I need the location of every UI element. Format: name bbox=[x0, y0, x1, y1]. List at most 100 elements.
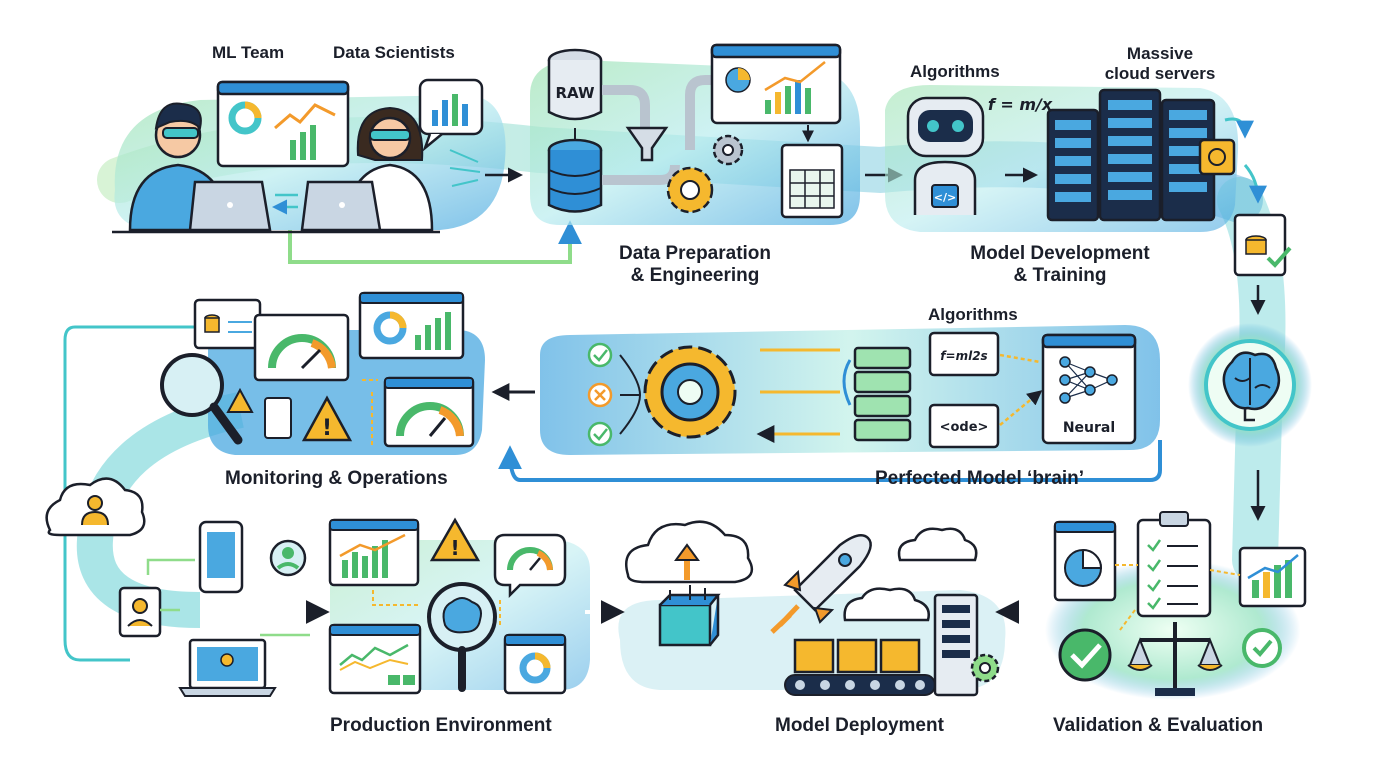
donut-chart-card bbox=[358, 291, 465, 360]
code-card: <ode> bbox=[928, 403, 1000, 449]
deployment-panel bbox=[618, 520, 1006, 697]
label-ml-team: ML Team bbox=[212, 43, 285, 62]
check-icon bbox=[1058, 628, 1112, 682]
title-model-dev-line2: & Training bbox=[1013, 264, 1107, 286]
validation-panel bbox=[1045, 511, 1307, 700]
donut-chart-card bbox=[503, 633, 567, 695]
dashboard-screen bbox=[216, 80, 350, 168]
exchange-arrows bbox=[275, 195, 298, 207]
neural-label: Neural bbox=[1063, 420, 1115, 436]
laptop-icon bbox=[188, 180, 272, 232]
formula-mid: f=ml2s bbox=[940, 349, 987, 363]
title-production: Production Environment bbox=[330, 715, 552, 736]
svg-text:</>: </> bbox=[934, 191, 956, 204]
title-monitoring: Monitoring & Operations bbox=[225, 468, 448, 489]
pipe bbox=[685, 75, 712, 150]
gauge-icon bbox=[493, 533, 567, 599]
return-arrow-mid bbox=[498, 440, 1162, 482]
data-prep-panel: RAW bbox=[530, 43, 860, 225]
cloud-icon bbox=[843, 587, 930, 622]
spark-lines bbox=[449, 149, 481, 187]
label-massive-line1: Massive bbox=[1126, 44, 1194, 63]
warning-icon: ! bbox=[301, 395, 353, 442]
feedback-line-top bbox=[288, 220, 582, 264]
model-dev-panel: </> f = m/x bbox=[885, 85, 1267, 232]
box-icon bbox=[658, 585, 721, 647]
gauge-icon bbox=[383, 376, 475, 448]
title-data-prep-line1: Data Preparation bbox=[618, 243, 772, 264]
spreadsheet-icon bbox=[780, 143, 844, 219]
title-model-dev: Model Development & Training bbox=[960, 243, 1160, 287]
conveyor-icon bbox=[784, 638, 936, 696]
avatar bbox=[269, 539, 307, 577]
title-data-prep-line2: & Engineering bbox=[630, 264, 760, 286]
label-algorithms-top: Algorithms bbox=[910, 62, 1000, 81]
algorithm-stack bbox=[842, 346, 912, 442]
server-icon bbox=[1046, 88, 1216, 222]
chart-card bbox=[328, 623, 422, 695]
monitoring-panel: ! bbox=[160, 291, 485, 455]
gear-icon bbox=[970, 653, 1000, 683]
title-model-dev-line1: Model Development bbox=[970, 243, 1150, 264]
warning-icon: ! bbox=[429, 517, 481, 562]
chat-bubble-chart bbox=[418, 78, 484, 152]
cross-icon bbox=[587, 382, 613, 408]
gear-icon bbox=[712, 134, 744, 166]
chip-icon bbox=[1198, 138, 1236, 176]
formula-top: f = m/x bbox=[988, 95, 1053, 114]
gear-icon bbox=[643, 345, 737, 439]
label-massive-line2: cloud servers bbox=[1104, 63, 1216, 83]
title-perfected-model: Perfected Model ‘brain’ bbox=[875, 468, 1085, 489]
title-validation: Validation & Evaluation bbox=[1053, 715, 1264, 736]
log-doc-icon bbox=[264, 397, 292, 439]
pipe bbox=[602, 164, 680, 185]
label-algorithms-mid: Algorithms bbox=[928, 305, 1018, 324]
dataset-doc-icon bbox=[1233, 213, 1292, 277]
svg-text:!: ! bbox=[322, 416, 332, 441]
laptop-icon bbox=[300, 180, 382, 232]
database-icon: RAW bbox=[547, 48, 603, 121]
code-label: <ode> bbox=[940, 420, 989, 435]
avatar bbox=[118, 586, 162, 638]
neural-net-icon: Neural bbox=[1041, 333, 1137, 445]
pipe bbox=[602, 85, 650, 140]
cloud-icon bbox=[897, 527, 978, 562]
warning-icon bbox=[226, 387, 254, 413]
title-deployment: Model Deployment bbox=[775, 715, 944, 736]
chart-screen bbox=[710, 43, 842, 125]
gear-icon bbox=[666, 166, 714, 214]
title-data-prep: Data Preparation & Engineering bbox=[600, 243, 790, 287]
production-panel: ! bbox=[118, 517, 590, 697]
rocket-icon bbox=[770, 533, 872, 634]
brain-icon bbox=[1188, 323, 1312, 447]
ml-team-panel bbox=[112, 78, 506, 234]
scale-icon bbox=[1127, 622, 1223, 696]
cloud-icon bbox=[625, 520, 754, 584]
checklist-icon bbox=[1136, 511, 1212, 618]
brain-icon bbox=[427, 582, 497, 692]
chart-card bbox=[328, 518, 420, 587]
check-icon bbox=[1242, 628, 1282, 668]
formula-card: f=ml2s bbox=[928, 331, 1000, 377]
raw-label: RAW bbox=[555, 84, 594, 102]
cloud-icon bbox=[45, 477, 146, 537]
label-massive-cloud: Massive cloud servers bbox=[1095, 44, 1225, 83]
robot-icon: </> bbox=[906, 96, 985, 215]
magnifier-icon bbox=[160, 353, 243, 445]
db-card bbox=[193, 298, 262, 350]
label-data-scientists: Data Scientists bbox=[333, 43, 455, 62]
svg-text:!: ! bbox=[450, 536, 459, 560]
perfected-model-panel: f=ml2s <ode> Neural bbox=[540, 325, 1160, 455]
funnel-icon bbox=[625, 126, 669, 162]
server-icon bbox=[933, 593, 979, 697]
chart-card bbox=[1238, 546, 1307, 608]
check-icon bbox=[587, 421, 613, 447]
laptop-icon bbox=[178, 638, 277, 697]
pie-chart-card bbox=[1053, 520, 1117, 602]
check-icon bbox=[587, 342, 613, 368]
database-icon bbox=[547, 138, 603, 213]
gauge-icon bbox=[253, 313, 350, 382]
phone-icon bbox=[198, 520, 244, 594]
